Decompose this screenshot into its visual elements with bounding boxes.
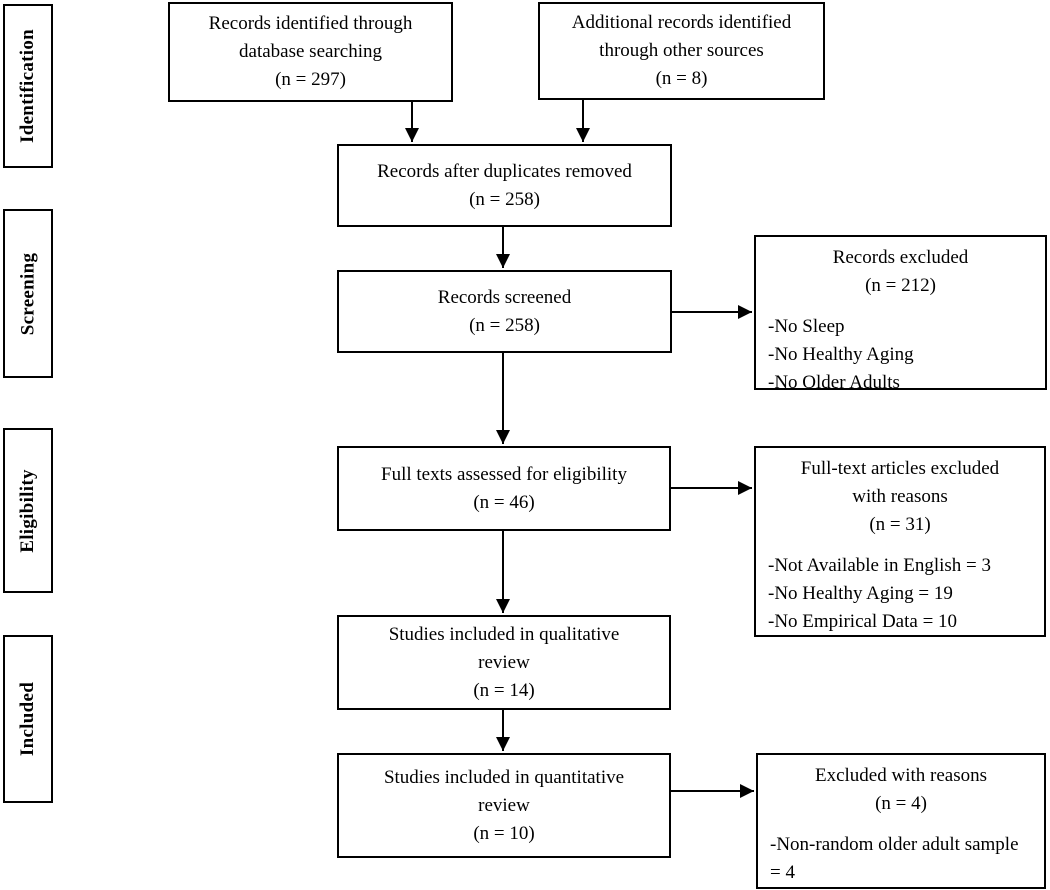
box-line: Records excluded — [832, 247, 969, 268]
box-records-identified-database: Records identified through database sear… — [168, 2, 453, 102]
box-line: database searching — [239, 41, 382, 62]
box-studies-qualitative-review: Studies included in qualitative review (… — [337, 615, 671, 710]
box-full-texts-assessed: Full texts assessed for eligibility (n =… — [337, 446, 671, 531]
box-line: (n = 10) — [473, 822, 535, 844]
box-line: (n = 46) — [473, 491, 535, 513]
box-records-screened: Records screened (n = 258) — [337, 270, 672, 353]
box-studies-quantitative-review: Studies included in quantitative review … — [337, 753, 671, 858]
stage-screening: Screening — [3, 209, 53, 378]
stage-screening-label: Screening — [17, 252, 39, 335]
exclusion-item: -No Empirical Data = 10 — [768, 611, 958, 632]
stage-eligibility-label: Eligibility — [17, 468, 39, 553]
box-line: Records after duplicates removed — [377, 160, 632, 182]
exclusion-item: -Non-random older adult sample = 4 — [770, 834, 1019, 883]
stage-identification-label: Identification — [17, 29, 39, 143]
box-line: review — [478, 794, 530, 816]
stage-included: Included — [3, 635, 53, 803]
box-records-excluded: Records excluded (n = 212) -No Sleep -No… — [754, 235, 1047, 393]
box-line: (n = 14) — [473, 679, 535, 701]
box-line: Full texts assessed for eligibility — [381, 463, 627, 485]
box-line: (n = 258) — [469, 314, 540, 336]
box-excluded-with-reasons: Excluded with reasons (n = 4) -Non-rando… — [756, 753, 1046, 889]
box-fulltext-articles-excluded: Full-text articles excluded with reasons… — [754, 446, 1046, 637]
stage-included-label: Included — [17, 681, 38, 757]
box-line: review — [478, 651, 530, 673]
box-line: (n = 212) — [865, 275, 936, 296]
box-line: Studies included in qualitative — [388, 623, 620, 645]
box-line: (n = 297) — [275, 69, 346, 90]
box-line: (n = 258) — [469, 188, 540, 210]
box-line: Studies included in quantitative — [383, 766, 625, 788]
stage-eligibility: Eligibility — [3, 428, 53, 593]
box-line: Excluded with reasons — [814, 765, 987, 786]
exclusion-item: -No Healthy Aging = 19 — [768, 583, 953, 604]
box-line: (n = 31) — [869, 514, 931, 535]
box-additional-records-other-sources: Additional records identified through ot… — [538, 2, 825, 100]
box-line: Records screened — [437, 286, 572, 308]
exclusion-item: -No Older Adults — [768, 372, 900, 393]
box-records-after-duplicates-removed: Records after duplicates removed (n = 25… — [337, 144, 672, 227]
exclusion-item: -No Sleep — [768, 316, 845, 337]
exclusion-item: -No Healthy Aging — [768, 344, 914, 365]
exclusion-item: -Not Available in English = 3 — [768, 555, 992, 576]
box-line: Records identified through — [208, 13, 413, 34]
box-line: with reasons — [852, 486, 948, 507]
box-line: Full-text articles excluded — [800, 458, 1000, 479]
box-line: (n = 8) — [655, 68, 708, 89]
box-line: through other sources — [599, 40, 764, 61]
box-line: Additional records identified — [571, 12, 792, 33]
box-line: (n = 4) — [875, 793, 927, 814]
stage-identification: Identification — [3, 4, 53, 168]
